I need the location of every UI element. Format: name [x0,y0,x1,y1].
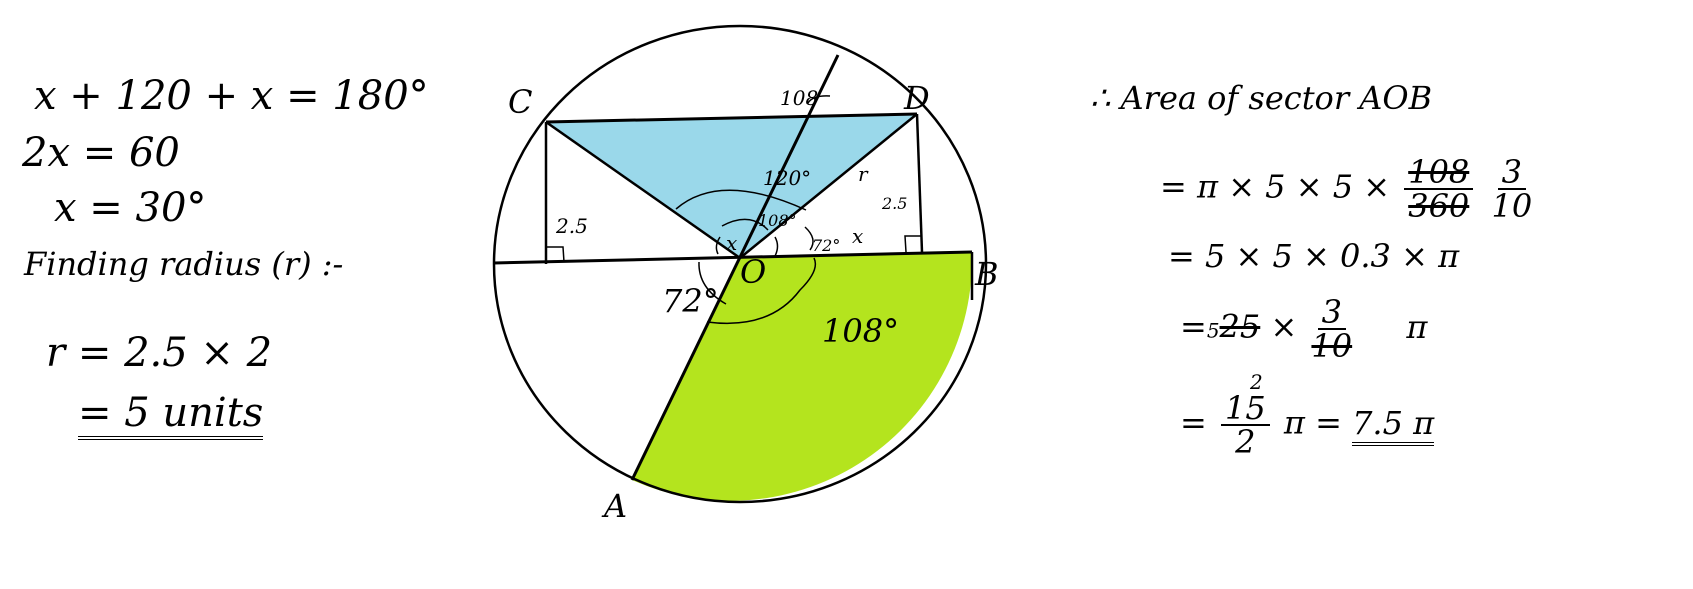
radius-od [739,113,918,259]
triangle-cod [546,114,917,258]
area-line3-struck: 25 [1219,307,1261,346]
area-line3-pi: π [1406,307,1428,346]
label-angle-108-sector: 108° [822,312,900,350]
arc-120 [675,189,807,211]
fraction-denominator-struck: 10 [1311,327,1353,365]
sector-aob [632,252,973,501]
area-heading: ∴ Area of sector AOB [1090,79,1433,117]
fraction-108-360: 108 360 [1404,156,1474,225]
chord-cd [545,112,918,124]
right-angle-mark-d [904,235,922,253]
arc-108-inner [721,218,769,231]
point-label-d: D [904,79,930,117]
arc-x-right [804,226,814,251]
area-line4-prefix: = [1180,403,1207,442]
radius-heading: Finding radius (r) :- [24,245,344,283]
label-top-108: 108 [780,86,819,110]
area-line3-prefix: = [1180,307,1207,346]
arc-108-sector [706,257,817,325]
label-angle-120: 120° [763,166,812,190]
point-label-o: O [740,253,767,291]
fraction-numerator: 3 [1317,296,1346,330]
fraction-denominator: 10 [1491,187,1533,225]
right-angle-mark-c [546,246,565,263]
arc-x-left [715,236,721,255]
circle-outline [492,24,988,504]
radius-result-text: = 5 units [78,390,264,440]
area-result: 7.5 π [1352,403,1435,446]
label-angle-108-inner: 108° [758,211,797,230]
diameter-horizontal [493,250,973,265]
fraction-3-10-struck: 3 10 [1311,296,1352,362]
arc-108-top [807,95,831,104]
label-radius-r: r [858,162,868,186]
area-line3-times: × [1270,307,1298,346]
radius-result: = 5 units [78,390,264,440]
fraction-numerator: 15 [1220,392,1270,426]
fraction-numerator-struck: 108 [1404,156,1474,190]
area-line3: =525 × 3 10 π [1180,296,1427,362]
fraction-denominator: 2 [1235,423,1256,461]
point-label-a: A [604,487,628,525]
label-angle-72-inner: 72° [812,236,841,255]
area-line3-small: 5 [1206,318,1220,343]
area-line4: = 15 2 π = 7.5 π [1180,392,1435,461]
fraction-3-10: 3 10 [1491,156,1532,222]
equation-2x: 2x = 60 [22,130,180,176]
radius-oc [545,120,741,260]
label-x-right: x [852,224,864,248]
area-line4-mid: π = [1283,403,1342,442]
equation-radius: r = 2.5 × 2 [46,330,273,376]
perpendicular-d [915,113,924,253]
fraction-15-2: 15 2 [1220,392,1270,461]
arc-72-inner [774,236,779,257]
point-label-b: B [975,255,999,293]
arc-72-outer [698,261,727,305]
fraction-denominator-struck: 360 [1408,187,1470,225]
label-height-left: 2.5 [556,214,588,238]
equation-sum-angles: x + 120 + x = 180° [34,73,429,119]
area-line1-prefix: = π × 5 × 5 × [1160,167,1391,206]
equation-x-value: x = 30° [54,185,207,231]
diameter-oblique [630,54,840,481]
label-x-left: x [726,231,738,255]
area-line2: = 5 × 5 × 0.3 × π [1168,237,1460,275]
fraction-numerator: 3 [1497,156,1526,190]
area-line1: = π × 5 × 5 × 108 360 3 10 [1160,156,1536,222]
point-label-c: C [508,83,533,121]
area-line3-denominator-small: 2 [1250,370,1263,394]
label-angle-72-outer: 72° [662,282,719,320]
label-height-right: 2.5 [882,194,908,213]
